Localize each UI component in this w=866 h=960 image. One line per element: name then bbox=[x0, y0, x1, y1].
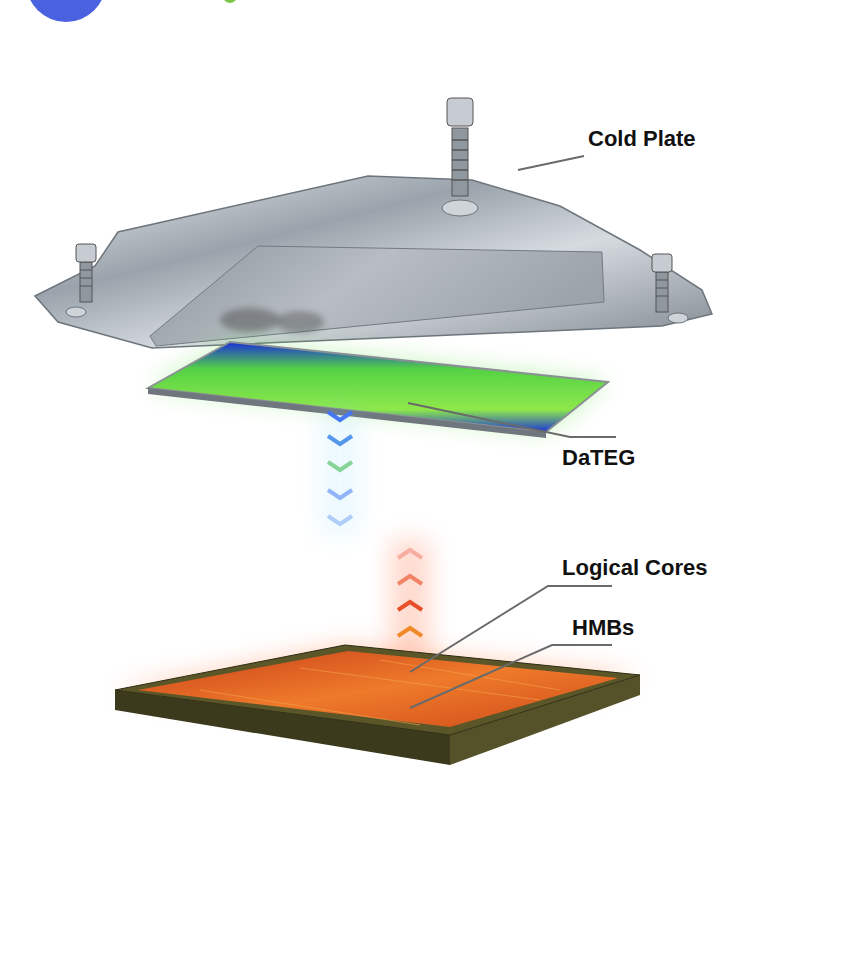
die-texture bbox=[200, 660, 560, 725]
screw-thread bbox=[80, 270, 92, 286]
leader-line bbox=[408, 403, 616, 437]
thermal-mark bbox=[220, 308, 280, 332]
flow-chevron bbox=[398, 628, 422, 636]
screw-head bbox=[447, 98, 473, 126]
leader-line bbox=[518, 156, 584, 170]
part-label: Logical Cores bbox=[562, 555, 707, 581]
logo-circle bbox=[26, 0, 106, 22]
flow-chevron bbox=[398, 550, 422, 558]
dateg-module bbox=[148, 342, 608, 438]
plate-face bbox=[150, 246, 604, 346]
part-label: Cold Plate bbox=[588, 126, 696, 152]
leader-line bbox=[410, 645, 612, 708]
logo-dot bbox=[223, 0, 237, 3]
screw-hole bbox=[66, 307, 86, 317]
screw-hole bbox=[668, 313, 688, 323]
flow-chevron bbox=[398, 602, 422, 610]
part-label: HMBs bbox=[572, 615, 634, 641]
screw-thread bbox=[452, 140, 468, 180]
chip-substrate bbox=[115, 645, 640, 735]
screw-head bbox=[652, 254, 672, 272]
screw-thread bbox=[656, 280, 668, 296]
flow-glow bbox=[320, 405, 360, 535]
thermal-mark bbox=[276, 311, 324, 333]
flow-chevron bbox=[398, 576, 422, 584]
screws bbox=[76, 98, 672, 312]
screw-shaft bbox=[80, 262, 92, 302]
heat-flow bbox=[320, 405, 430, 670]
screw-head bbox=[76, 244, 96, 262]
screw-hole bbox=[442, 200, 478, 216]
screw-shaft bbox=[656, 272, 668, 312]
chip-package bbox=[115, 645, 640, 765]
screw-shaft bbox=[452, 128, 468, 196]
cold-plate bbox=[35, 176, 712, 348]
chip-die bbox=[138, 651, 618, 727]
plate-flange bbox=[35, 176, 712, 348]
part-label: DaTEG bbox=[562, 445, 635, 471]
